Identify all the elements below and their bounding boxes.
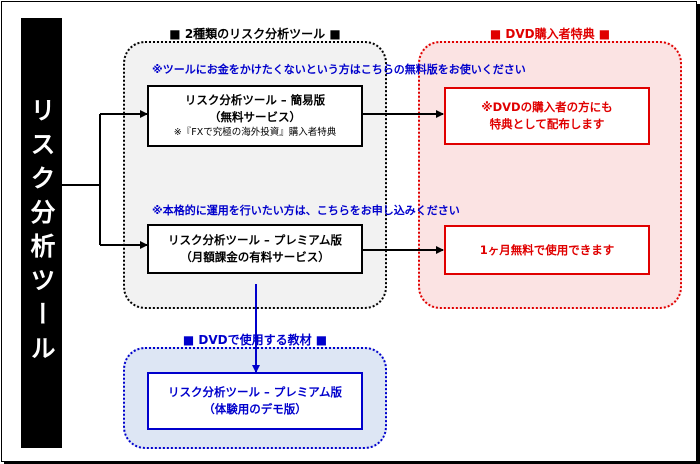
simple-box-note: ※『FXで究極の海外投資』購入者特典 xyxy=(173,127,337,138)
free-version-note: ※ツールにお金をかけたくないという方はこちらの無料版をお使いください xyxy=(152,63,526,76)
premium-version-note: ※本格的に運用を行いたい方は、こちらをお申し込みください xyxy=(152,204,460,217)
tools-heading: ■ 2種類のリスク分析ツール ■ xyxy=(169,27,341,41)
side-title: リスク分析ツール xyxy=(27,97,56,369)
premium-box-title: リスク分析ツール – プレミアム版 xyxy=(168,233,342,247)
simple-version-box: リスク分析ツール – 簡易版 （無料サービス） ※『FXで究極の海外投資』購入者… xyxy=(147,85,363,147)
dvd-bonus-line2: 特典として配布します xyxy=(489,117,605,131)
simple-box-title: リスク分析ツール – 簡易版 xyxy=(184,93,326,107)
demo-box-title: リスク分析ツール – プレミアム版 xyxy=(168,385,342,399)
dvd-bonus-line1: ※DVDの購入者の方にも xyxy=(481,100,613,114)
premium-box-subtitle: （月額課金の有料サービス） xyxy=(180,250,330,264)
dvd-bonus-box: ※DVDの購入者の方にも 特典として配布します xyxy=(444,87,650,145)
demo-box-subtitle: （体験用のデモ版） xyxy=(203,402,307,416)
trial-box: 1ヶ月無料で使用できます xyxy=(444,225,650,275)
dvd-heading: ■ DVD購入者特典 ■ xyxy=(489,27,611,41)
trial-text: 1ヶ月無料で使用できます xyxy=(479,242,615,257)
simple-box-subtitle: （無料サービス） xyxy=(209,110,301,124)
materials-heading: ■ DVDで使用する教材 ■ xyxy=(182,333,328,347)
side-title-bar: リスク分析ツール xyxy=(21,18,62,448)
premium-version-box: リスク分析ツール – プレミアム版 （月額課金の有料サービス） xyxy=(147,224,363,274)
demo-version-box: リスク分析ツール – プレミアム版 （体験用のデモ版） xyxy=(147,372,363,430)
